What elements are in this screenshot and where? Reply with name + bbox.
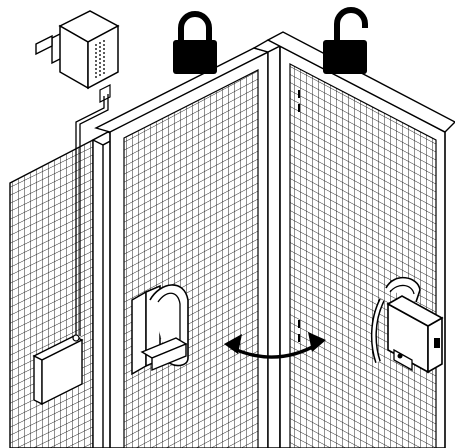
hinged-mesh-door [96, 48, 268, 448]
unlocked-padlock-icon [323, 10, 367, 74]
locked-padlock-icon [173, 14, 217, 74]
right-mesh-door [268, 32, 455, 448]
safety-relay-module [36, 11, 118, 102]
door-handle [132, 285, 188, 374]
